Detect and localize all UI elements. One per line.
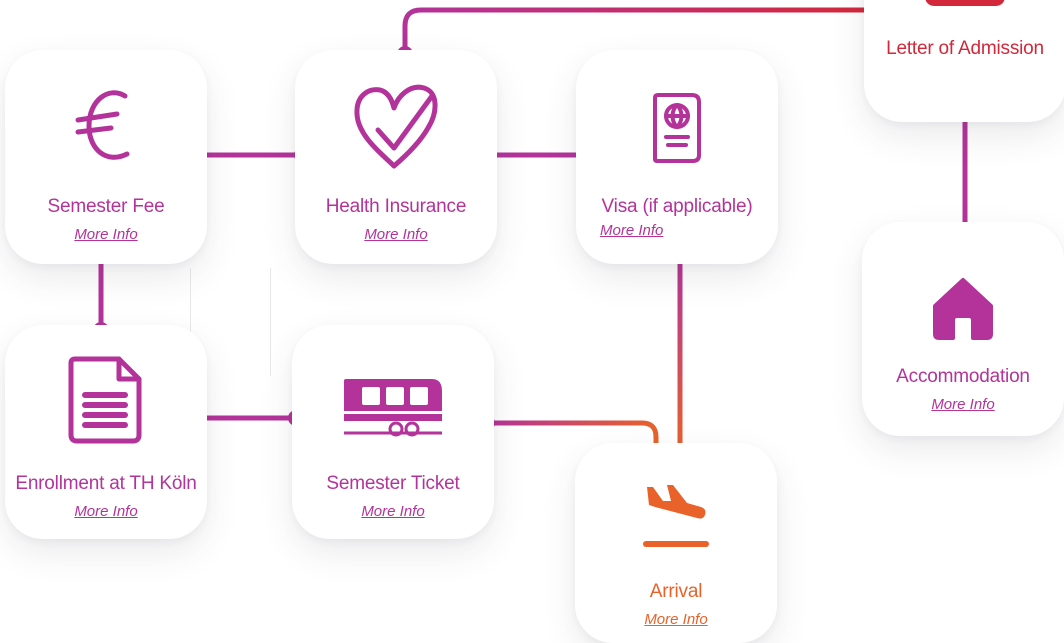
card-visa: Visa (if applicable) More Info [576, 50, 778, 264]
process-diagram: Semester Fee More Info Health Insurance … [5, 0, 1064, 628]
health-insurance-label: Health Insurance [325, 196, 467, 217]
enrollment-more-info-link[interactable]: More Info [74, 503, 138, 520]
arrival-more-info-link[interactable]: More Info [644, 611, 708, 628]
letter-of-admission-label: Letter of Admission [886, 38, 1044, 59]
card-arrival: Arrival More Info [575, 443, 777, 643]
letter-icon [925, 0, 1005, 6]
document-icon [68, 356, 142, 444]
card-semester-fee: Semester Fee More Info [5, 50, 207, 264]
background-divider [270, 268, 271, 376]
visa-more-info-link[interactable]: More Info [600, 222, 664, 239]
semester-ticket-more-info-link[interactable]: More Info [361, 503, 425, 520]
enrollment-label: Enrollment at TH Köln [15, 473, 197, 494]
train-icon [344, 379, 442, 437]
semester-ticket-label: Semester Ticket [326, 473, 460, 494]
accommodation-more-info-link[interactable]: More Info [931, 396, 995, 413]
visa-label: Visa (if applicable) [601, 196, 753, 217]
card-accommodation: Accommodation More Info [862, 222, 1064, 436]
background-divider [190, 268, 191, 376]
connector-health-to-admission [402, 7, 875, 57]
euro-icon [75, 90, 130, 160]
health-insurance-more-info-link[interactable]: More Info [364, 226, 428, 243]
card-semester-ticket: Semester Ticket More Info [292, 325, 494, 539]
plane-landing-icon [643, 485, 709, 547]
heart-icon [354, 84, 438, 169]
passport-icon [653, 93, 701, 163]
card-health-insurance: Health Insurance More Info [295, 50, 497, 264]
card-enrollment: Enrollment at TH Köln More Info [5, 325, 207, 539]
accommodation-label: Accommodation [896, 366, 1030, 387]
arrival-label: Arrival [649, 581, 703, 602]
semester-fee-more-info-link[interactable]: More Info [74, 226, 138, 243]
card-letter-of-admission: Letter of Admission [864, 0, 1064, 122]
house-icon [933, 278, 993, 340]
semester-fee-label: Semester Fee [47, 196, 165, 217]
